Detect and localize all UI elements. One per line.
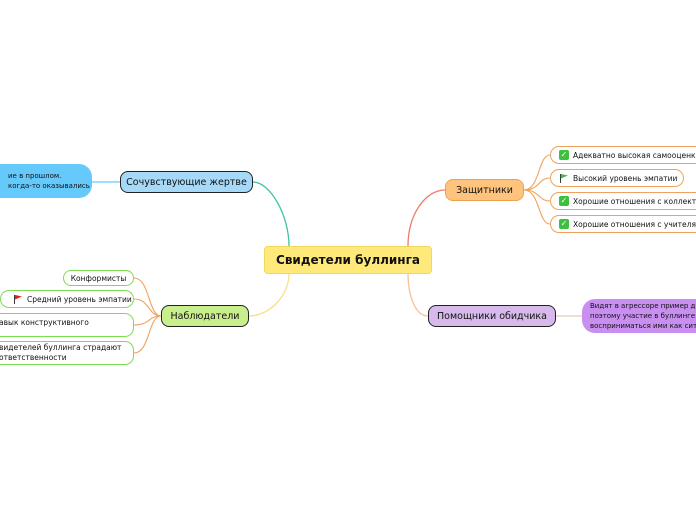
link-observers-leaf1 <box>133 277 162 317</box>
sympathy-note[interactable]: ие в прошлом. когда-то оказывались <box>0 164 92 198</box>
link-defenders-leaf4 <box>523 189 551 225</box>
topic-sympathy[interactable]: Сочувствующие жертве <box>120 171 253 193</box>
defenders-leaf-teachers[interactable]: ✓ Хорошие отношения с учителями <box>550 215 696 233</box>
central-topic-label: Свидетели буллинга <box>276 253 420 267</box>
defenders-leaf-collective-label: Хорошие отношения с коллектив <box>573 196 696 206</box>
observers-leaf-responsibility-line1: видетелей буллинга страдают <box>0 343 122 352</box>
topic-helpers[interactable]: Помощники обидчика <box>428 305 556 327</box>
link-central-defenders <box>407 189 446 247</box>
red-flag-icon <box>13 294 23 304</box>
link-defenders-leaf2 <box>523 177 551 191</box>
link-central-sympathy <box>252 181 290 247</box>
defenders-leaf-empathy-label: Высокий уровень эмпатии <box>573 173 678 183</box>
defenders-leaf-teachers-label: Хорошие отношения с учителями <box>573 219 696 229</box>
green-check-icon: ✓ <box>559 150 569 160</box>
topic-defenders[interactable]: Защитники <box>445 179 524 201</box>
topic-defenders-label: Защитники <box>456 184 513 196</box>
green-check-icon: ✓ <box>559 219 569 229</box>
observers-leaf-empathy[interactable]: Средний уровень эмпатии <box>0 290 134 308</box>
topic-observers-label: Наблюдатели <box>170 310 240 322</box>
observers-leaf-conformists[interactable]: Конформисты <box>63 270 134 286</box>
defenders-leaf-collective[interactable]: ✓ Хорошие отношения с коллектив <box>550 192 696 210</box>
sympathy-note-line2: когда-то оказывались <box>8 182 90 190</box>
link-observers-leaf4 <box>133 315 162 354</box>
helpers-note-line3: восприниматься ими как сит <box>590 322 696 330</box>
topic-sympathy-label: Сочувствующие жертве <box>126 176 247 188</box>
observers-leaf-constructive[interactable]: авык конструктивного <box>0 313 134 337</box>
green-check-icon: ✓ <box>559 196 569 206</box>
green-flag-icon <box>559 173 569 183</box>
helpers-note[interactable]: Видят в агрессоре пример д поэтому участ… <box>582 299 696 333</box>
helpers-note-line2: поэтому участие в буллинге <box>590 312 696 320</box>
defenders-leaf-selfesteem[interactable]: ✓ Адекватно высокая самооценка <box>550 146 696 164</box>
defenders-leaf-selfesteem-label: Адекватно высокая самооценка <box>573 150 696 160</box>
topic-helpers-label: Помощники обидчика <box>437 310 547 322</box>
link-central-helpers <box>407 273 429 317</box>
helpers-note-line1: Видят в агрессоре пример д <box>590 302 696 310</box>
observers-leaf-conformists-label: Конформисты <box>70 273 127 283</box>
link-defenders-leaf1 <box>523 154 551 191</box>
observers-leaf-responsibility[interactable]: видетелей буллинга страдают ответственно… <box>0 341 134 365</box>
observers-leaf-constructive-label: авык конструктивного <box>0 318 89 327</box>
sympathy-note-line1: ие в прошлом. <box>8 172 62 180</box>
observers-leaf-responsibility-line2: ответственности <box>0 353 67 362</box>
link-central-observers <box>248 273 290 317</box>
central-topic[interactable]: Свидетели буллинга <box>264 246 432 274</box>
topic-observers[interactable]: Наблюдатели <box>161 305 249 327</box>
link-observers-leaf2 <box>133 298 162 317</box>
observers-leaf-empathy-label: Средний уровень эмпатии <box>27 294 132 304</box>
defenders-leaf-empathy[interactable]: Высокий уровень эмпатии <box>550 169 684 187</box>
link-defenders-leaf3 <box>523 189 551 202</box>
